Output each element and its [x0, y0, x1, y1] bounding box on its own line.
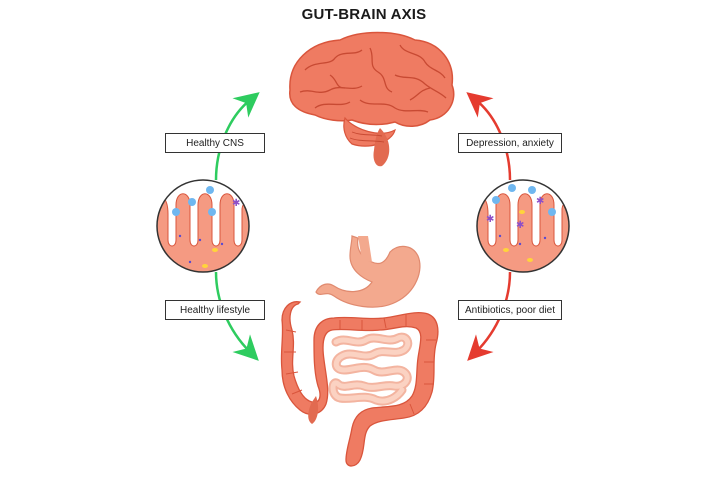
label-depression-anxiety: Depression, anxiety	[458, 133, 562, 153]
svg-text:✱: ✱	[232, 198, 240, 209]
label-antibiotics-poor-diet: Antibiotics, poor diet	[458, 300, 562, 320]
label-healthy-cns: Healthy CNS	[165, 133, 265, 153]
intestines-icon	[280, 301, 439, 467]
unhealthy-villi-icon: ✱ ✱ ✱	[476, 179, 570, 273]
svg-text:✱: ✱	[516, 220, 524, 231]
brain-icon	[289, 31, 455, 167]
healthy-villi-icon: ✱	[156, 179, 250, 273]
svg-text:✱: ✱	[486, 214, 494, 225]
label-healthy-lifestyle: Healthy lifestyle	[165, 300, 265, 320]
diagram-title: GUT-BRAIN AXIS	[301, 6, 427, 23]
svg-text:✱: ✱	[536, 196, 544, 207]
stomach-icon	[315, 235, 421, 308]
